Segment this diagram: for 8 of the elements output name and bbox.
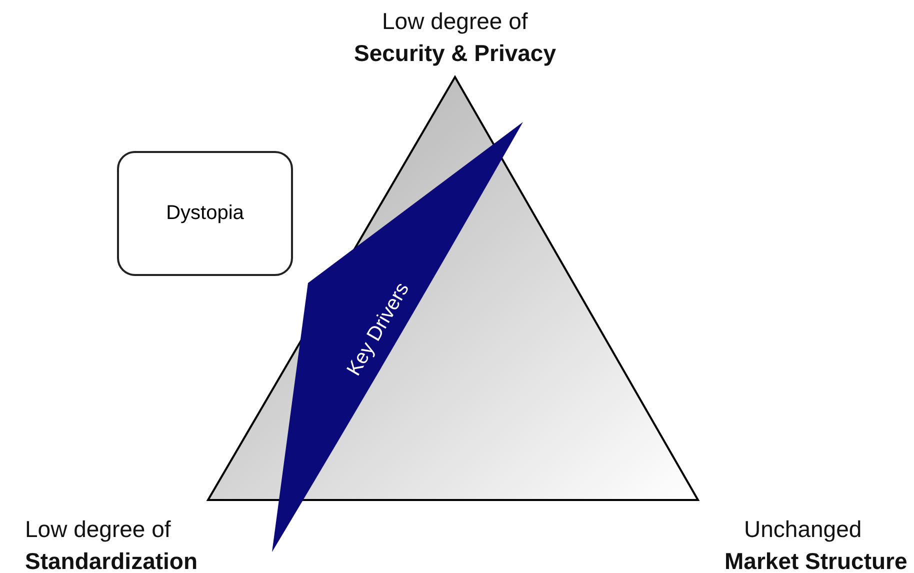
axis-label: Low degree of [382,10,528,33]
axis-label: Low degree of [25,518,171,541]
wedge-shape [272,122,524,553]
rounded-box: Dystopia [117,151,293,276]
axis-label: Unchanged [744,518,862,541]
axis-label: Standardization [25,550,198,573]
axis-label: Market Structure [724,550,908,573]
axis-label: Security & Privacy [354,42,556,65]
